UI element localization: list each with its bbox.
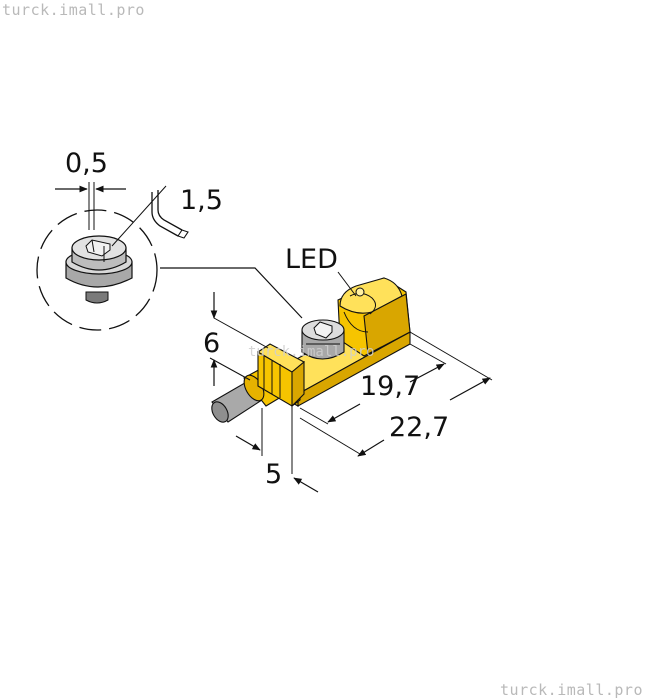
detail-dashed-circle [36,209,158,331]
detail-leader-line [160,267,303,319]
detail-screw-icon [65,235,133,304]
length-inner-label: 19,7 [360,371,420,402]
led-head [337,277,411,357]
sensor-body [211,277,412,423]
led-label: LED [285,244,338,275]
length-outer-label: 22,7 [389,412,449,443]
height-dimension [209,292,269,386]
gap-dimension [55,182,126,230]
offset-label: 5 [265,459,282,490]
length-inner-dimension [299,343,447,425]
led-indicator-icon [355,287,365,297]
watermark-center: turck.imall.pro [248,344,374,360]
offset-dimension [235,404,319,493]
hex-key-icon [111,185,189,247]
hex-key-label: 1,5 [180,185,223,216]
led-leader-line [337,271,357,297]
watermark-bottom: turck.imall.pro [500,681,643,699]
watermark-top: turck.imall.pro [2,1,145,19]
gap-label: 0,5 [65,148,108,179]
screw-detail-view: 0,5 1,5 [36,148,303,331]
housing-screw-icon [301,319,345,360]
length-outer-dimension [299,331,493,457]
height-label: 6 [203,328,220,359]
